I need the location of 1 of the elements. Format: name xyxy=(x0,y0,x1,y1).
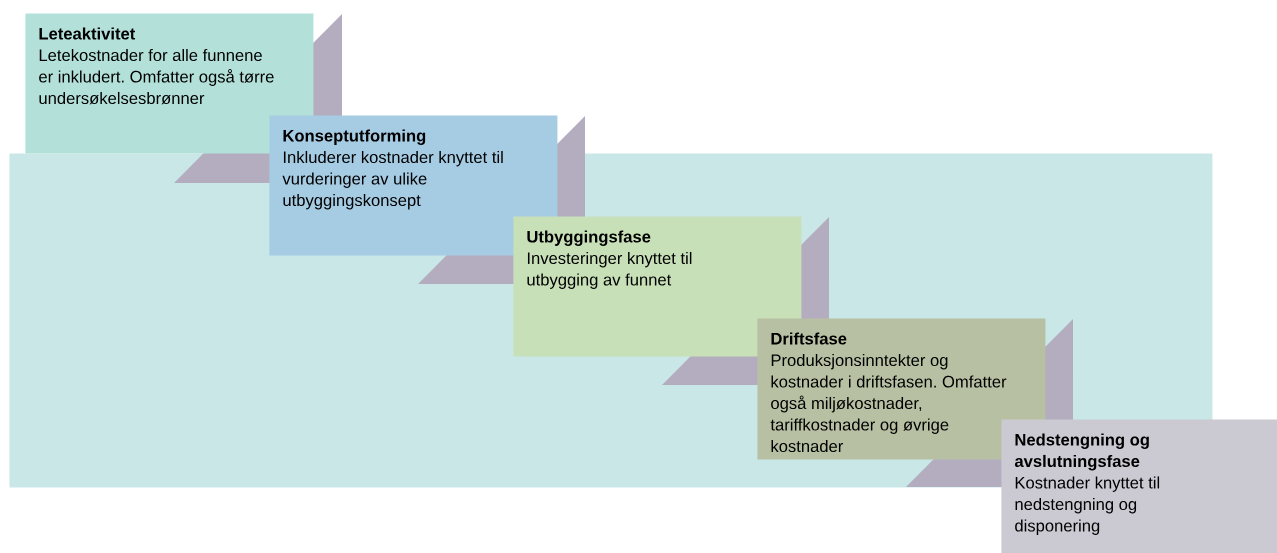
phase-box: Nedstengning og avslutningsfase Kostnader knyttet til nedstengning og disponering xyxy=(1001,419,1277,553)
